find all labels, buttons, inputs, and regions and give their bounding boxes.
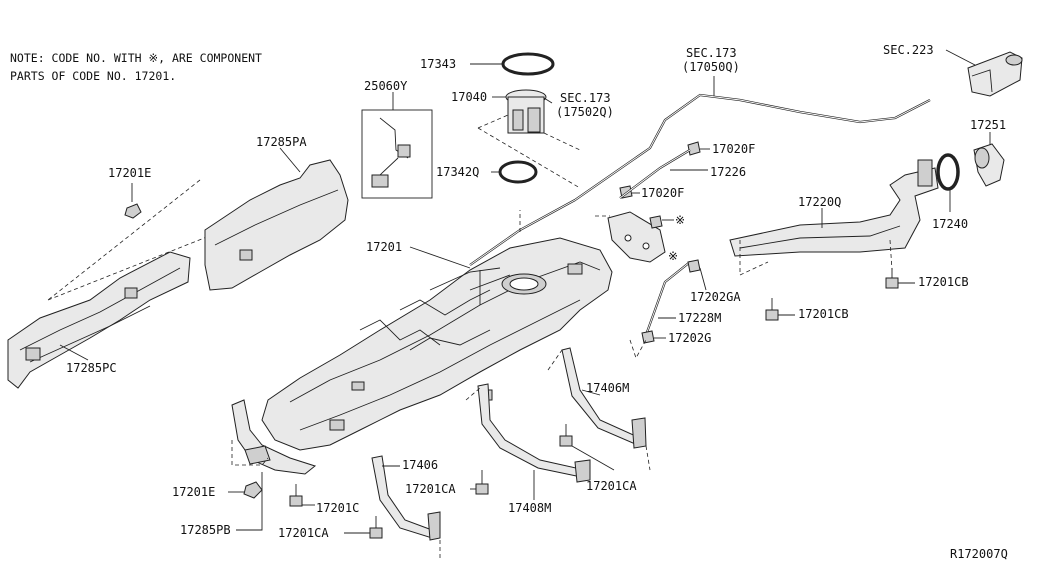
reference-code: R172007Q <box>950 547 1008 561</box>
label-17285pb: 17285PB <box>180 523 231 537</box>
clip-17201e-top <box>124 203 142 219</box>
label-17201ca-a: 17201CA <box>405 482 456 496</box>
label-17201c: 17201C <box>316 501 359 515</box>
leader-17285pa <box>279 147 301 173</box>
label-17201ca-c: 17201CA <box>278 526 329 540</box>
fuel-pump-17040 <box>505 89 553 134</box>
bolt-17201ca-a <box>475 470 489 495</box>
label-17342q: 17342Q <box>436 165 479 179</box>
label-17220q: 17220Q <box>798 195 841 209</box>
filler-cap-17251 <box>973 143 1005 187</box>
heat-shield-17285pc <box>7 179 301 389</box>
leader-17285pc <box>59 344 89 361</box>
label-17201cb-b: 17201CB <box>798 307 849 321</box>
fuel-tank-17201 <box>261 199 613 451</box>
seal-17240 <box>936 153 960 191</box>
label-sec173-a: SEC.173 <box>560 91 611 105</box>
label-17201e-top: 17201E <box>108 166 151 180</box>
label-17201e-bottom: 17201E <box>172 485 215 499</box>
label-sec173-a-sub: (17502Q) <box>556 105 614 119</box>
note-line-2: PARTS OF CODE NO. 17201. <box>10 69 176 83</box>
bolt-17201c <box>289 484 303 507</box>
bolt-17201ca-c <box>369 516 383 539</box>
bolt-17201ca-b <box>559 424 573 447</box>
label-star-b: ※ <box>668 249 678 263</box>
clip-17201e-bottom <box>243 481 263 499</box>
label-17020f-b: 17020F <box>641 186 684 200</box>
canister-sec223 <box>967 51 1023 97</box>
label-17202ga: 17202GA <box>690 290 741 304</box>
label-17343: 17343 <box>420 57 456 71</box>
label-17406m: 17406M <box>586 381 629 395</box>
bolt-17201cb-a <box>885 268 899 289</box>
gasket-17342q <box>498 160 538 184</box>
label-17201ca-b: 17201CA <box>586 479 637 493</box>
label-17406: 17406 <box>402 458 438 472</box>
label-sec173-b-sub: (17050Q) <box>682 60 740 74</box>
label-sec223: SEC.223 <box>883 43 934 57</box>
strap-17406 <box>371 455 441 541</box>
clamp-17202ga <box>687 259 701 273</box>
label-star-a: ※ <box>675 213 685 227</box>
strap-17408m <box>477 383 591 483</box>
clamp-17020f-a <box>687 141 701 156</box>
filler-tube-17220q <box>729 159 939 257</box>
label-17201cb-a: 17201CB <box>918 275 969 289</box>
label-17285pc: 17285PC <box>66 361 117 375</box>
bolt-17201cb-b <box>765 298 779 321</box>
heat-shield-17285pa <box>204 159 349 291</box>
note-line-1: NOTE: CODE NO. WITH ※, ARE COMPONENT <box>10 51 262 65</box>
label-17226: 17226 <box>710 165 746 179</box>
sender-unit <box>397 144 411 158</box>
leader-17201 <box>409 246 471 269</box>
strap-17406m <box>561 347 647 449</box>
label-sec173-b: SEC.173 <box>686 46 737 60</box>
heat-shield-17285pb <box>231 399 317 475</box>
label-17201: 17201 <box>366 240 402 254</box>
clamp-17202g <box>641 330 655 344</box>
label-17020f-a: 17020F <box>712 142 755 156</box>
label-17251: 17251 <box>970 118 1006 132</box>
label-17228m: 17228M <box>678 311 721 325</box>
label-17285pa: 17285PA <box>256 135 307 149</box>
lock-ring-17343 <box>501 52 555 76</box>
bracket-component <box>607 211 666 263</box>
label-17240: 17240 <box>932 217 968 231</box>
sender-float <box>371 174 389 188</box>
label-17202g: 17202G <box>668 331 711 345</box>
label-17408m: 17408M <box>508 501 551 515</box>
label-25060y: 25060Y <box>364 79 408 93</box>
sender-box <box>361 109 433 199</box>
label-17040: 17040 <box>451 90 487 104</box>
